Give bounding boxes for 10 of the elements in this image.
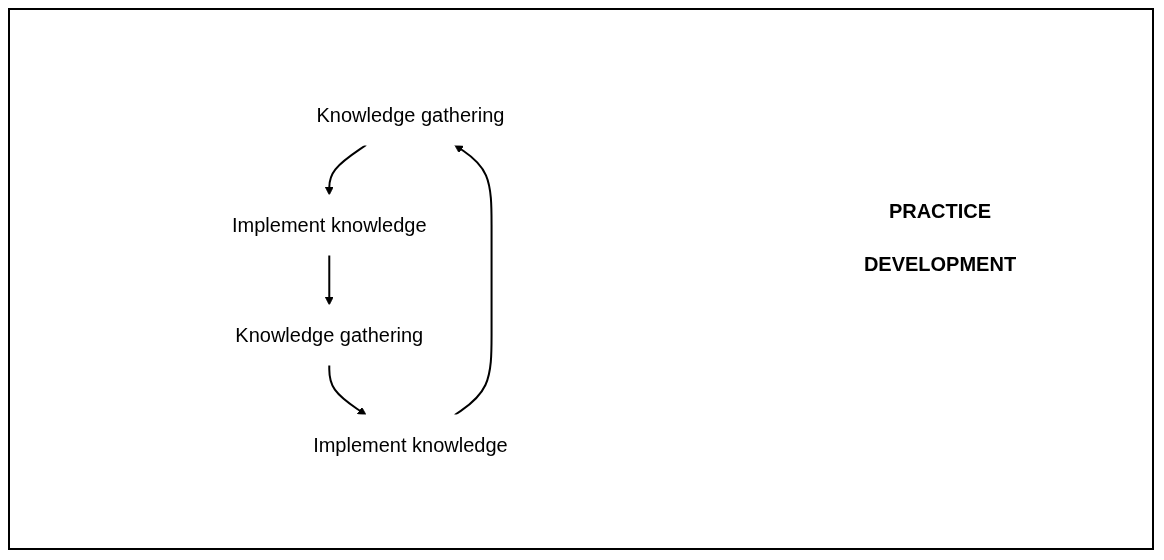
- node-text: Knowledge gathering: [235, 324, 424, 346]
- arrow: [453, 144, 493, 416]
- center-text: PRACTICE: [888, 200, 992, 223]
- node-text: Implement knowledge: [232, 214, 427, 236]
- arrow: [328, 364, 367, 416]
- node-text: Implement knowledge: [313, 434, 508, 456]
- arrow: [325, 254, 334, 306]
- center-text: DEVELOPMENT: [863, 253, 1017, 276]
- node-text: Knowledge gathering: [316, 104, 505, 126]
- arrow: [325, 144, 368, 196]
